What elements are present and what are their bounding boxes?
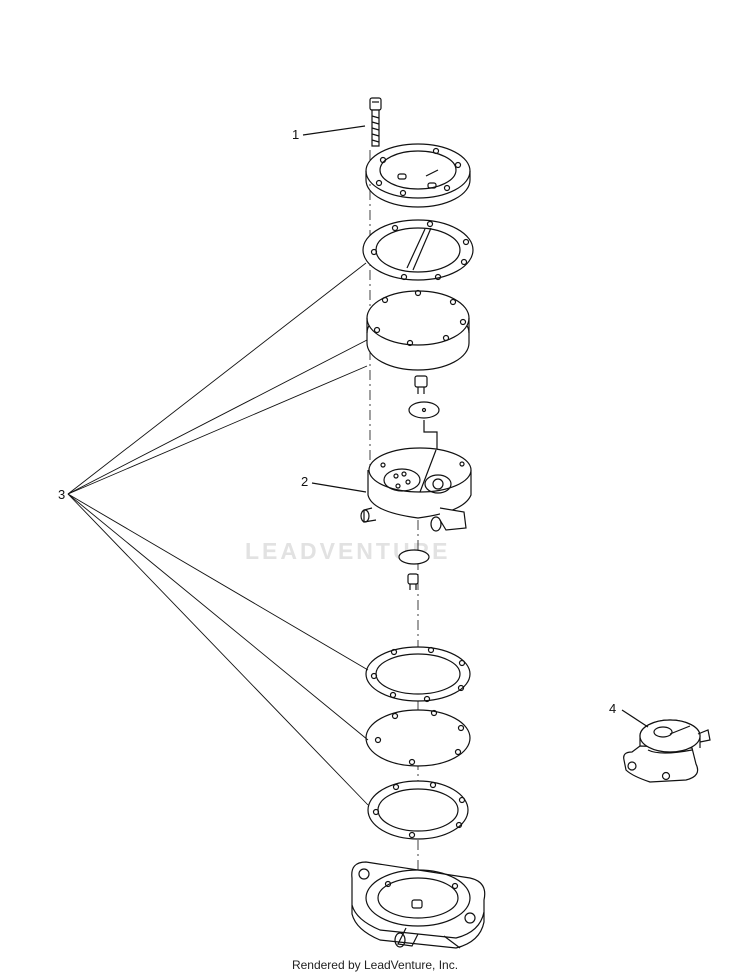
pump-body-part [361,448,471,531]
callout-1: 1 [292,127,300,142]
bottom-base-part [352,862,485,948]
gasket-bottom-part [368,781,468,839]
small-washer-part [409,402,439,456]
valve-fitting-part [415,376,427,394]
callout-2: 2 [301,474,309,489]
callout-3: 3 [58,487,66,502]
leader-line-1 [303,126,365,135]
callout-4: 4 [609,701,617,716]
diaphragm-stack-part [367,291,469,370]
gasket-lower-part [366,647,470,702]
leader-line-4 [622,710,648,727]
diaphragm-lower-part [366,710,470,766]
gasket-top-part [363,220,473,280]
top-cover-part [366,144,470,207]
screw-part [370,98,381,146]
leader-line-2 [312,483,366,492]
leader-lines-3 [68,263,368,805]
lower-washer-part [399,550,429,590]
complete-pump-part [624,720,710,782]
footer-credit: Rendered by LeadVenture, Inc. [291,958,459,972]
